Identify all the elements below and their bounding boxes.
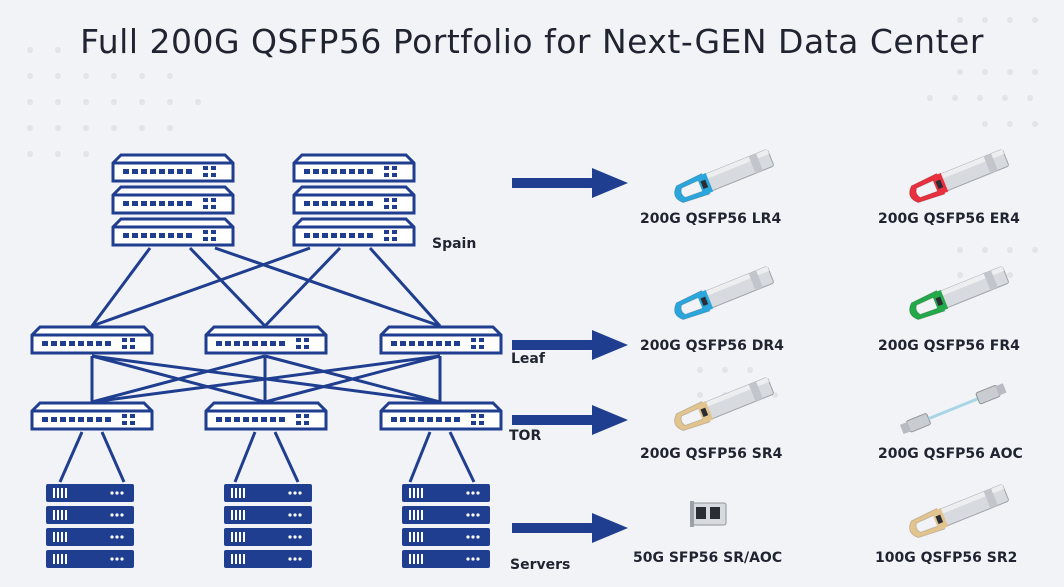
product-label-lr4: 200G QSFP56 LR4 — [640, 211, 782, 227]
arrow-spine — [512, 168, 628, 198]
transceiver-er4-icon — [909, 149, 1009, 204]
transceiver-dr4-icon — [674, 266, 774, 321]
product-label-er4: 200G QSFP56 ER4 — [878, 211, 1020, 227]
product-label-aoc: 200G QSFP56 AOC — [878, 446, 1023, 462]
product-label-sfp56: 50G SFP56 SR/AOC — [633, 550, 783, 566]
product-label-sr2: 100G QSFP56 SR2 — [875, 550, 1018, 566]
transceiver-sr4-icon — [674, 377, 774, 432]
transceiver-lr4-icon — [674, 149, 774, 204]
tier-label-tor: TOR — [509, 428, 542, 444]
tier-label-spine: Spain — [432, 236, 477, 252]
product-label-dr4: 200G QSFP56 DR4 — [640, 338, 784, 354]
tier-label-leaf: Leaf — [511, 351, 545, 367]
page-title: Full 200G QSFP56 Portfolio for Next-GEN … — [80, 22, 984, 61]
product-label-sr4: 200G QSFP56 SR4 — [640, 446, 783, 462]
tier-label-servers: Servers — [510, 557, 571, 573]
arrow-tor — [512, 405, 628, 435]
transceiver-sfp56-icon — [690, 501, 727, 527]
arrow-leaf — [512, 330, 628, 360]
arrow-servers — [512, 513, 628, 543]
transceiver-aoc-icon — [899, 383, 1007, 435]
transceiver-sr2-icon — [909, 484, 1009, 539]
tor-server-links — [58, 431, 476, 483]
spine-leaf-links — [90, 246, 442, 328]
product-label-fr4: 200G QSFP56 FR4 — [878, 338, 1020, 354]
leaf-tor-links — [90, 354, 442, 404]
transceiver-fr4-icon — [909, 266, 1009, 321]
